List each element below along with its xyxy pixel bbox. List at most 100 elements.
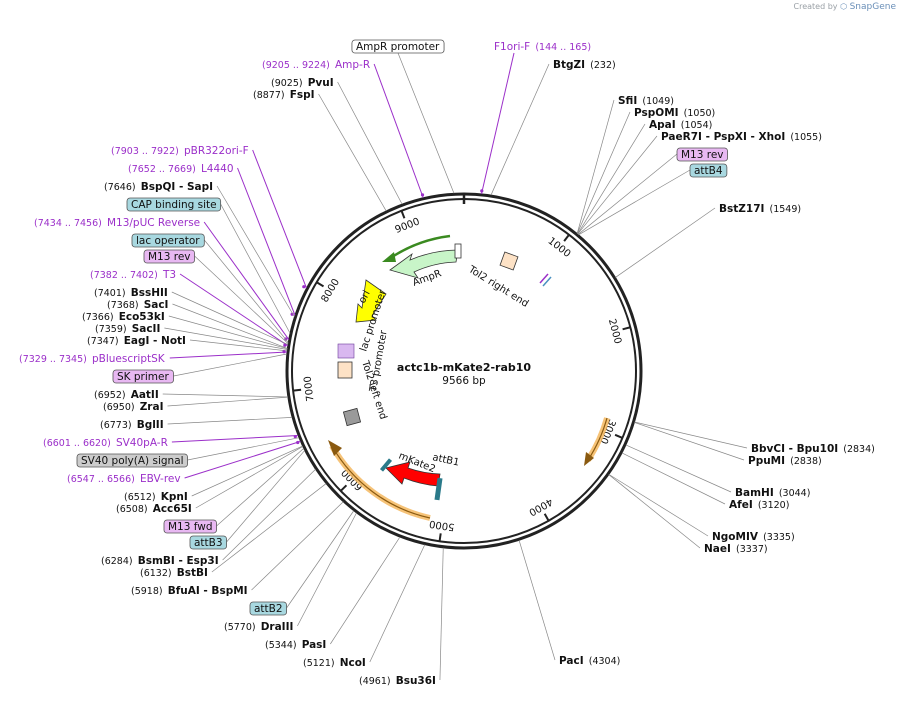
- leader-bspqi: [216, 185, 295, 317]
- label-draiii: (5770) DraIII: [224, 621, 293, 633]
- tick-mark-8000: [316, 281, 325, 288]
- feature-name: M13/pUC Reverse: [107, 217, 200, 229]
- leader-sv40polya: [187, 437, 300, 461]
- site-name: BsmBI - Esp3I: [138, 555, 219, 567]
- site-position: (4304): [589, 656, 621, 667]
- label-apai: ApaI (1054): [649, 113, 712, 132]
- label-bsshii: (7401) BssHII: [94, 287, 168, 299]
- site-name: BstBI: [177, 567, 208, 579]
- leader-apai: [577, 123, 646, 235]
- label-bbvci: BbvCI - Bpu10I (2834): [751, 443, 875, 455]
- feature-range: (7434 .. 7456): [34, 218, 102, 229]
- box-label-sv40polya: SV40 poly(A) signal: [81, 455, 184, 467]
- label-zrai: (6950) ZraI: [103, 401, 164, 413]
- site-position: (3044): [779, 488, 811, 499]
- box-frame-m13rev-left: [143, 249, 195, 264]
- site-name: AfeI: [729, 499, 753, 511]
- label-sv40polya: SV40 poly(A) signal: [76, 453, 188, 468]
- site-name: SacII: [132, 323, 161, 335]
- leader-attb3: [226, 450, 305, 543]
- feature-name: EBV-rev: [140, 473, 181, 485]
- feature-range: (6601 .. 6620): [43, 438, 111, 449]
- site-label-pspomi: PspOMI (1050): [634, 101, 715, 120]
- mkate2-start-marker: [379, 458, 393, 472]
- feature-label-sv40pa-r: (6601 .. 6620) SV40pA-R: [43, 431, 168, 450]
- site-position: (6284): [101, 556, 133, 567]
- leader-afei: [621, 452, 726, 505]
- leader-sv40pa-r: [171, 434, 299, 443]
- tick-label-4000: 4000: [527, 495, 555, 517]
- leader-bsshii: [171, 291, 289, 345]
- credit-prefix: Created by: [793, 2, 838, 11]
- label-aatii: (6952) AatII: [94, 383, 159, 402]
- label-attb3: attB3: [189, 535, 227, 550]
- box-label-attb4: attB4: [694, 165, 723, 177]
- leader-kpni: [191, 445, 303, 497]
- site-label-paer7i: PaeR7I - PspXI - XhoI (1055): [661, 125, 822, 144]
- ori-label: ori: [357, 289, 373, 306]
- leader-bsu36i: [439, 547, 444, 681]
- site-label-bamhi: BamHI (3044): [735, 481, 810, 500]
- site-position: (6512): [124, 492, 156, 503]
- label-lac-operator: lac operator: [131, 233, 205, 248]
- site-position: (1054): [681, 120, 713, 131]
- label-eco53ki: (7366) Eco53kI: [82, 311, 165, 323]
- ampr-outer-arrow: [391, 234, 451, 259]
- site-name: PasI: [302, 639, 327, 651]
- leader-paer7i: [577, 135, 658, 235]
- label-l4440: (7652 .. 7669) L4440: [128, 163, 234, 175]
- tol2-right-label: Tol2 right end: [466, 264, 531, 310]
- tol2-right-box: [499, 251, 519, 271]
- site-position: (7368): [107, 300, 139, 311]
- site-position: (2834): [843, 444, 875, 455]
- snapgene-credit: Created by ⬡ SnapGene: [794, 2, 897, 12]
- leader-ampr-primer: [373, 63, 424, 198]
- plasmid-name: actc1b-mKate2-rab10: [397, 361, 532, 374]
- site-label-fspi: (8877) FspI: [253, 83, 315, 102]
- leader-m13rev-right: [577, 153, 678, 235]
- ampr-arrow: [389, 249, 459, 279]
- leader-bfuai: [251, 501, 344, 591]
- label-attb2: attB2: [249, 601, 287, 616]
- tick-label-9000: 9000: [394, 216, 422, 235]
- label-sv40pa-r: (6601 .. 6620) SV40pA-R: [43, 431, 168, 450]
- label-f1ori-f: F1ori-F (144 .. 165): [494, 41, 591, 53]
- site-name: EagI - NotI: [124, 335, 186, 347]
- site-name: ZraI: [140, 401, 164, 413]
- tick-mark-7000: [293, 388, 302, 392]
- tick-mark-5000: [438, 533, 442, 542]
- attb4-stripe-2: [542, 276, 552, 287]
- feature-label-ebv-rev: (6547 .. 6566) EBV-rev: [67, 467, 181, 486]
- site-name: PvuI: [308, 77, 334, 89]
- label-paci: PacI (4304): [559, 655, 621, 667]
- leader-ebv-rev: [184, 440, 301, 479]
- site-name: SfiI: [618, 95, 637, 107]
- feature-dot-pbluescriptsk: [282, 350, 286, 354]
- leader-m13rev-left: [194, 255, 289, 344]
- tick-label-5000: 5000: [429, 518, 456, 533]
- box-frame-lac-operator: [131, 233, 205, 248]
- site-label-apai: ApaI (1054): [649, 113, 712, 132]
- site-position: (4961): [359, 676, 391, 687]
- tick-mark-6000: [339, 484, 348, 492]
- box-label-ampr-promoter: AmpR promoter: [356, 41, 440, 53]
- feature-dot-l4440: [290, 312, 294, 316]
- site-label-ngomiv: NgoMIV (3335): [712, 525, 795, 544]
- leader-naei: [608, 474, 701, 549]
- orange-arc-left-core: [331, 445, 431, 519]
- leader-t3: [179, 273, 289, 347]
- site-name: NaeI: [704, 543, 731, 555]
- box-frame-attb4: [689, 163, 728, 178]
- leader-m13puc: [203, 221, 290, 340]
- site-label-aatii: (6952) AatII: [94, 383, 159, 402]
- label-btgzi: BtgZI (232): [553, 59, 616, 71]
- leader-bsmbi: [222, 469, 316, 561]
- plasmid-length: 9566 bp: [442, 375, 486, 387]
- label-attb4: attB4: [689, 163, 728, 178]
- label-ppumi: PpuMI (2838): [748, 455, 822, 467]
- label-pspomi: PspOMI (1050): [634, 101, 715, 120]
- leader-ppumi: [634, 422, 745, 461]
- feature-dot-ebv-rev: [296, 440, 300, 445]
- site-position: (3335): [763, 532, 795, 543]
- site-name: BfuAI - BspMI: [168, 585, 248, 597]
